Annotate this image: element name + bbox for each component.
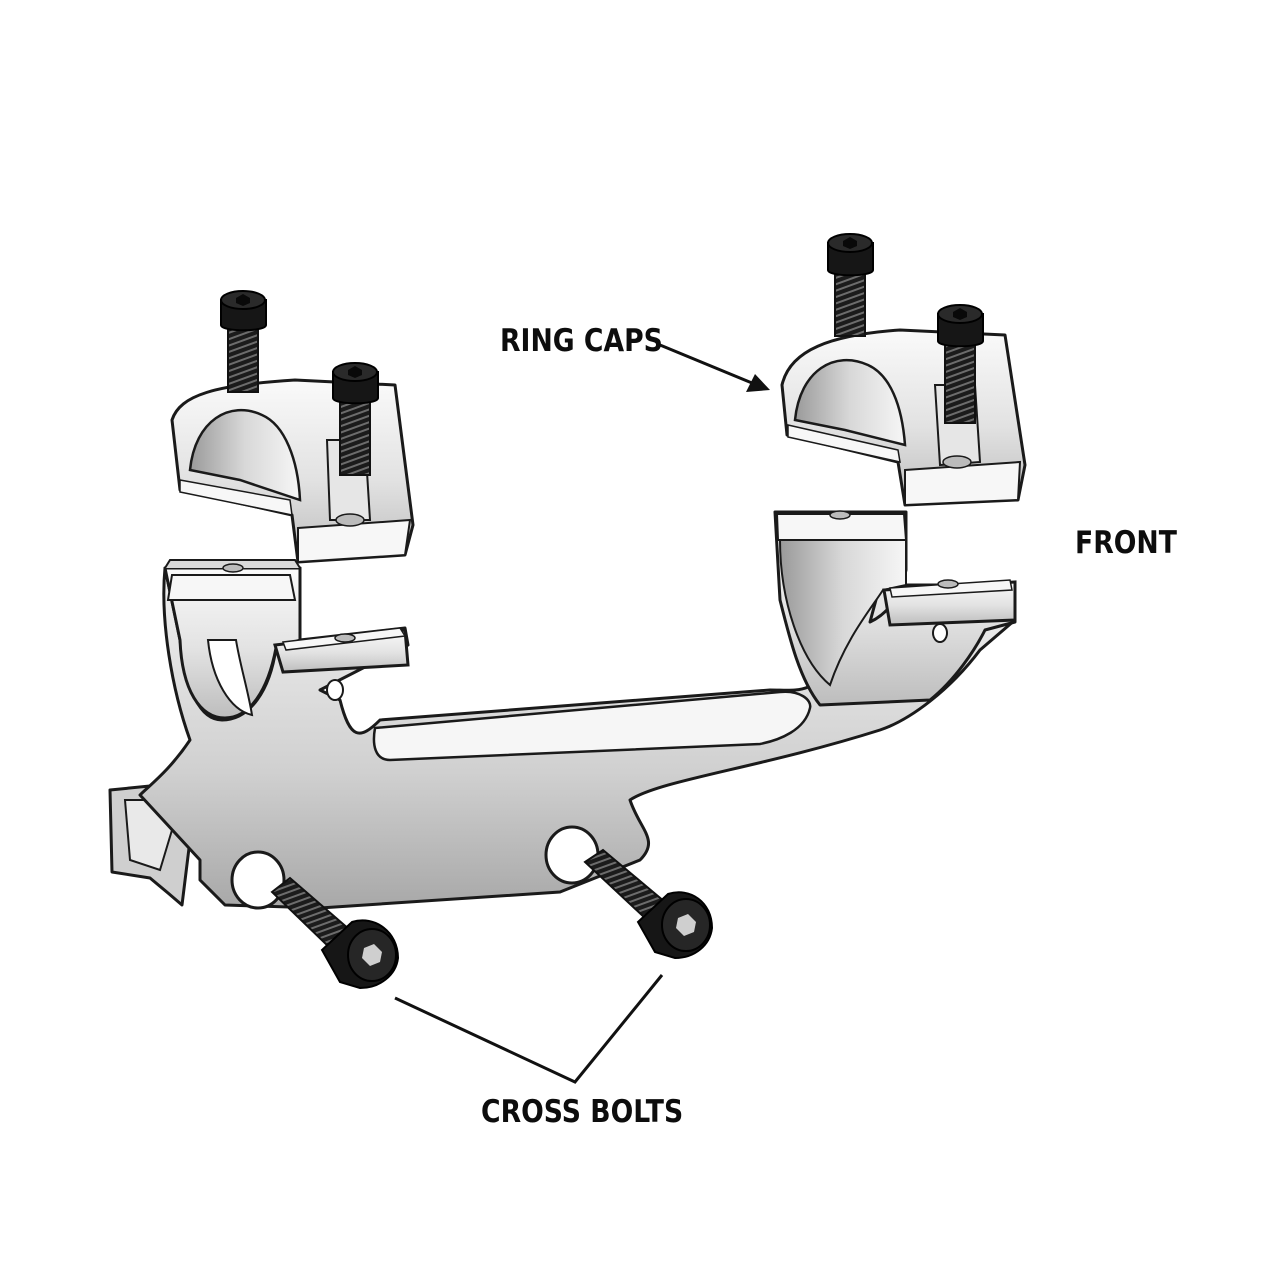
cap-screw-left-rear: [220, 290, 267, 393]
cap-screw-left-front: [332, 362, 379, 476]
cross-bolt-right: [583, 848, 714, 960]
cross-bolts: [270, 848, 714, 990]
front-label: FRONT: [1075, 525, 1177, 561]
cap-screw-right-rear: [827, 233, 874, 337]
mount-base: [108, 510, 1017, 910]
cap-screws: [220, 233, 984, 476]
ring-caps-arrowhead: [746, 374, 770, 392]
cap-screw-right-front: [937, 304, 984, 424]
left-ring-cap: [170, 378, 415, 564]
cross-bolts-label: CROSS BOLTS: [481, 1094, 684, 1130]
right-ring-cap: [780, 328, 1027, 507]
ring-caps-leader: [659, 343, 753, 385]
cross-bolt-left: [270, 876, 400, 990]
callout-lines: [394, 343, 770, 1084]
cross-bolts-leader: [394, 974, 664, 1084]
ring-caps-label: RING CAPS: [500, 323, 663, 359]
